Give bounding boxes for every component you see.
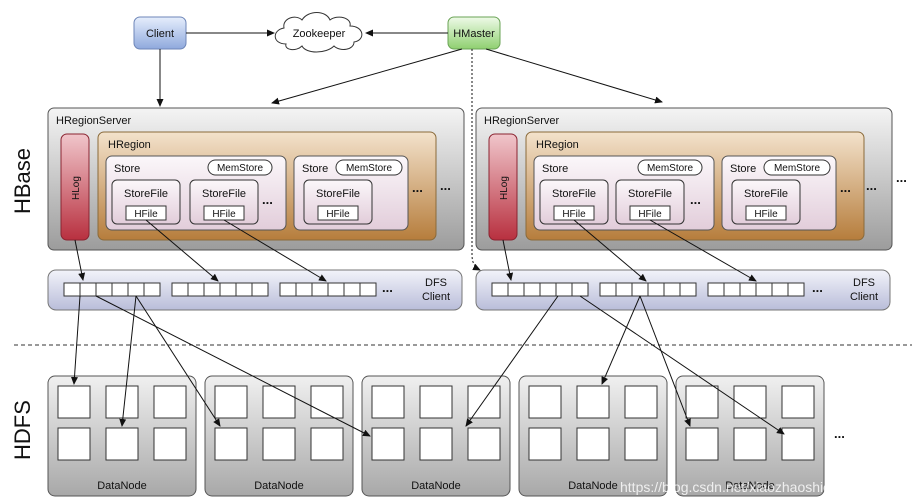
store[interactable]: Store MemStore StoreFile HFile xyxy=(293,155,409,231)
store[interactable]: Store MemStore StoreFile HFile xyxy=(721,155,837,231)
more-stores: ... xyxy=(412,180,423,195)
more-region-servers: ... xyxy=(896,170,907,185)
hmaster-label: HMaster xyxy=(453,28,495,40)
hfile-label: HFile xyxy=(326,209,350,220)
zookeeper-label: Zookeeper xyxy=(293,28,346,40)
hregion[interactable]: HRegion Store MemStore StoreFile HFile S… xyxy=(525,131,865,241)
datanode-label: DataNode xyxy=(725,480,775,492)
more-storefiles: ... xyxy=(262,192,273,207)
storefile-label: StoreFile xyxy=(202,188,246,200)
dfs-block-group xyxy=(63,282,161,297)
memstore[interactable] xyxy=(207,159,273,176)
memstore-label: MemStore xyxy=(346,163,393,174)
storefile[interactable]: StoreFile HFile xyxy=(303,179,373,225)
store-label: Store xyxy=(730,163,756,175)
watermark: https://blog.csdn.net/xiaozhaoshigedasb xyxy=(620,479,869,495)
store[interactable]: Store MemStore StoreFile HFile StoreFile… xyxy=(533,155,715,231)
hfile-label: HFile xyxy=(134,209,158,220)
dfs-block-group xyxy=(599,282,697,297)
datanode[interactable]: DataNode xyxy=(675,375,825,497)
zookeeper-cloud[interactable]: Zookeeper xyxy=(274,12,363,53)
datanode[interactable]: DataNode xyxy=(361,375,511,497)
hregion-label: HRegion xyxy=(536,139,579,151)
hfile-label: HFile xyxy=(754,209,778,220)
hfile-label: HFile xyxy=(562,209,586,220)
memstore[interactable] xyxy=(335,159,403,176)
store[interactable]: Store MemStore StoreFile HFile StoreFile… xyxy=(105,155,287,231)
dfs-block-group xyxy=(491,282,589,297)
hlog[interactable]: HLog xyxy=(488,133,518,241)
more-regions: ... xyxy=(440,178,451,193)
hlog-label: HLog xyxy=(499,176,510,200)
region-server-right[interactable]: HRegionServer HLog HRegion Store MemStor… xyxy=(475,107,893,251)
hfile-label: HFile xyxy=(638,209,662,220)
hbase-label: HBase xyxy=(10,148,35,214)
datanode-label: DataNode xyxy=(254,480,304,492)
more-blocks: ... xyxy=(812,280,823,295)
hfile-label: HFile xyxy=(212,209,236,220)
more-storefiles: ... xyxy=(690,192,701,207)
storefile-label: StoreFile xyxy=(552,188,596,200)
dfs-client-label-line1: DFS xyxy=(853,277,875,289)
more-datanodes: ... xyxy=(834,426,845,441)
hlog[interactable]: HLog xyxy=(60,133,90,241)
dfs-block-group xyxy=(707,282,805,297)
client-label: Client xyxy=(146,28,174,40)
datanode-label: DataNode xyxy=(568,480,618,492)
storefile-label: StoreFile xyxy=(628,188,672,200)
memstore[interactable] xyxy=(763,159,831,176)
dfs-client-left[interactable]: ... DFS Client xyxy=(47,269,463,311)
store-label: Store xyxy=(114,163,140,175)
storefile[interactable]: StoreFile HFile xyxy=(539,179,609,225)
region-server-label: HRegionServer xyxy=(484,115,560,127)
memstore-label: MemStore xyxy=(217,163,264,174)
hlog-label: HLog xyxy=(71,176,82,200)
hdfs-label: HDFS xyxy=(10,400,35,460)
more-stores: ... xyxy=(840,180,851,195)
dfs-client-label-line2: Client xyxy=(850,291,878,303)
store-label: Store xyxy=(302,163,328,175)
memstore-label: MemStore xyxy=(774,163,821,174)
datanode[interactable]: DataNode xyxy=(518,375,668,497)
hmaster-node[interactable]: HMaster xyxy=(447,16,501,50)
top-arrows xyxy=(156,29,663,271)
region-server-label: HRegionServer xyxy=(56,115,132,127)
dfs-client-label-line1: DFS xyxy=(425,277,447,289)
storefile[interactable]: StoreFile HFile xyxy=(111,179,181,225)
hfile[interactable] xyxy=(317,205,359,221)
hregion[interactable]: HRegion Store MemStore StoreFile HFile S… xyxy=(97,131,437,241)
dfs-client-right[interactable]: ... DFS Client xyxy=(475,269,891,311)
storefile-label: StoreFile xyxy=(744,188,788,200)
datanode[interactable]: DataNode xyxy=(47,375,197,497)
client-node[interactable]: Client xyxy=(133,16,187,50)
datanode[interactable]: DataNode xyxy=(204,375,354,497)
dfs-block-group xyxy=(171,282,269,297)
region-server-left[interactable]: HRegionServer HLog HRegion Store MemStor… xyxy=(47,107,465,251)
storefile-label: StoreFile xyxy=(124,188,168,200)
store-label: Store xyxy=(542,163,568,175)
datanode-label: DataNode xyxy=(97,480,147,492)
memstore[interactable] xyxy=(637,159,703,176)
more-regions: ... xyxy=(866,178,877,193)
memstore-label: MemStore xyxy=(647,163,694,174)
storefile[interactable]: StoreFile HFile xyxy=(189,179,259,225)
more-blocks: ... xyxy=(382,280,393,295)
flow-arrows xyxy=(70,219,785,437)
storefile[interactable]: StoreFile HFile xyxy=(731,179,801,225)
hfile[interactable] xyxy=(745,205,787,221)
dfs-client-label-line2: Client xyxy=(422,291,450,303)
storefile[interactable]: StoreFile HFile xyxy=(615,179,685,225)
hregion-label: HRegion xyxy=(108,139,151,151)
storefile-label: StoreFile xyxy=(316,188,360,200)
dfs-block-group xyxy=(279,282,377,297)
datanode-label: DataNode xyxy=(411,480,461,492)
